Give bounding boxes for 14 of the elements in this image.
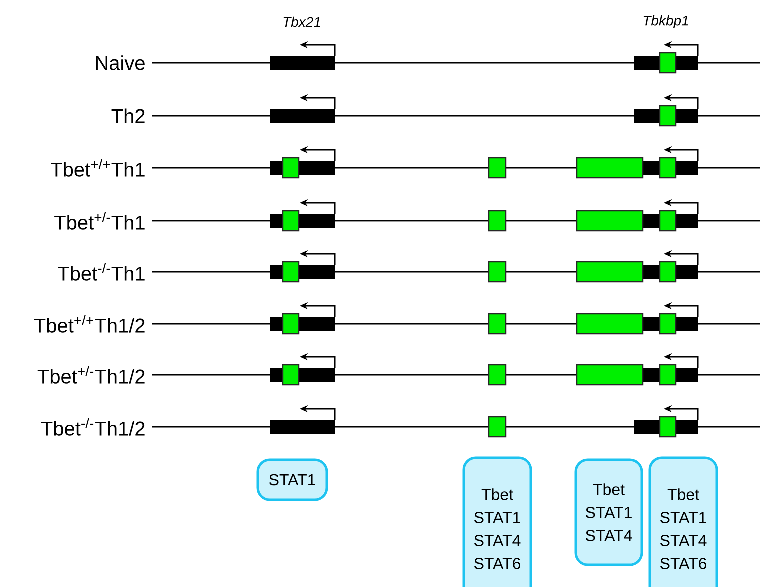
row-label: Th2 [112, 108, 145, 124]
gene-name: Tbx21 [284, 16, 320, 28]
row-label: Tbet$^{-/-}$Th1/2 [41, 418, 145, 436]
factor-box: Tbet STAT1 STAT4 STAT6 [462, 456, 532, 587]
row-label: Tbet$^{+/-}$Th1/2 [38, 366, 145, 384]
factor-box: Tbet STAT1 STAT4 [574, 458, 644, 566]
factor-box: Tbet STAT1 STAT4 STAT6 [648, 456, 718, 587]
row-label: Tbet$^{+/-}$Th1 [54, 212, 145, 230]
gene-name: Tbkbp1 [644, 15, 688, 29]
row-label: Tbet$^{-/-}$Th1 [58, 263, 145, 281]
factor-box: STAT1 [256, 458, 328, 502]
row-label: Tbet$^{+/+}$Th1/2 [34, 315, 145, 333]
row-label: Naive [96, 56, 145, 70]
row-label: Tbet$^{+/+}$Th1 [51, 159, 145, 177]
